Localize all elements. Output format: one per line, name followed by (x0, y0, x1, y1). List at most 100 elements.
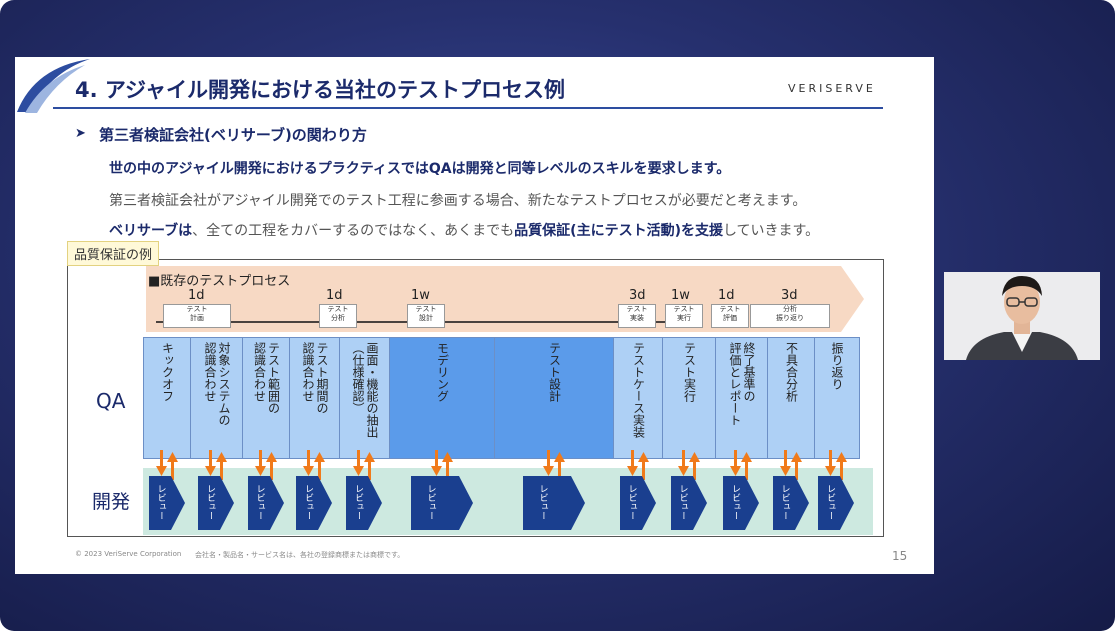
review-chevron: レビュー (670, 476, 707, 534)
process-step-label: テスト 評価 (719, 305, 741, 322)
qa-column-label: テスト実行 (682, 342, 697, 402)
review-label: レビュー (537, 484, 548, 520)
review-label: レビュー (626, 484, 637, 520)
review-chevron-icon (346, 476, 382, 530)
qa-column: テスト期間の 認識合わせ (289, 337, 341, 459)
qa-column: テスト実行 (662, 337, 717, 459)
process-step-label: テスト 分析 (327, 305, 349, 322)
process-step: テスト 実行 (665, 304, 703, 328)
review-chevron: レビュー (522, 476, 585, 534)
review-label: レビュー (155, 484, 166, 520)
duration-label: 1d (718, 288, 735, 303)
review-chevron-icon (198, 476, 234, 530)
review-chevron: レビュー (410, 476, 473, 534)
review-chevron: レビュー (198, 476, 234, 534)
exchange-arrows-icon (730, 450, 752, 480)
review-label: レビュー (677, 484, 688, 520)
process-step: 分析 振り返り (750, 304, 830, 328)
duration-label: 1w (411, 288, 430, 303)
process-step-label: テスト 実行 (673, 305, 695, 322)
footer-copyright: © 2023 VeriServe Corporation (75, 550, 182, 558)
process-diagram: ■既存のテストプロセス 1d 1d 1w 3d 1w 1d 3d テスト 計画 … (67, 259, 884, 537)
duration-label: 1d (326, 288, 343, 303)
review-chevron-icon (619, 476, 656, 530)
review-label: レビュー (205, 484, 215, 520)
qa-column-label: モデリング (435, 342, 450, 402)
body-line-3-c: 品質保証(主にテスト活動)を支援 (514, 223, 723, 239)
exchange-arrows-icon (779, 450, 802, 480)
review-chevron-icon (148, 476, 185, 530)
qa-column-label: 対象システムの 認識合わせ (203, 342, 231, 426)
example-label: 品質保証の例 (67, 241, 160, 266)
exchange-arrows-icon (155, 450, 178, 480)
title-underline (53, 107, 883, 109)
page-number: 15 (892, 549, 908, 563)
review-chevron-icon (772, 476, 809, 530)
qa-column-label: テストケース実装 (631, 342, 646, 438)
review-label: レビュー (353, 484, 363, 520)
duration-label: 1w (671, 288, 690, 303)
qa-column: テストケース実装 (613, 337, 664, 459)
review-chevron: レビュー (148, 476, 185, 534)
review-chevron-icon (723, 476, 759, 530)
bullet-arrow-icon: ➤ (75, 126, 86, 141)
swoosh-decoration-icon (17, 59, 90, 113)
review-label: レビュー (825, 484, 835, 520)
review-chevron: レビュー (619, 476, 656, 534)
footer-trademark-note: 会社名・製品名・サービス名は、各社の登録商標または商標です。 (195, 551, 405, 559)
process-step: テスト 設計 (407, 304, 445, 328)
exchange-arrows-icon (353, 450, 375, 480)
qa-column-label: 終了基準の 評価とレポート (728, 342, 756, 426)
review-chevron-icon (296, 476, 332, 530)
body-line-3-d: していきます。 (722, 223, 820, 239)
duration-label: 1d (188, 288, 205, 303)
review-chevron: レビュー (346, 476, 382, 534)
brand-logo: VERISERVE (788, 82, 876, 95)
review-chevron-icon (670, 476, 707, 530)
review-chevron: レビュー (818, 476, 854, 534)
presentation-slide: 4. アジャイル開発における当社のテストプロセス例 VERISERVE ➤ 第三… (15, 57, 934, 574)
presenter-avatar-icon (944, 272, 1100, 360)
review-chevron: レビュー (296, 476, 332, 534)
qa-column: モデリング (389, 337, 496, 459)
qa-column-label: キックオフ (160, 342, 175, 402)
process-step-label: テスト 実装 (626, 305, 648, 322)
review-label: レビュー (425, 484, 436, 520)
body-line-3-a: ベリサーブは (109, 223, 193, 239)
review-label: レビュー (303, 484, 313, 520)
review-chevron: レビュー (247, 476, 284, 534)
exchange-arrows-icon (542, 450, 565, 480)
qa-row-label: QA (96, 389, 126, 413)
process-step: テスト 計画 (163, 304, 231, 328)
exchange-arrows-icon (430, 450, 453, 480)
process-step: テスト 評価 (711, 304, 749, 328)
body-line-1: 世の中のアジャイル開発におけるプラクティスではQAは開発と同等レベルのスキルを要… (109, 161, 731, 177)
qa-column-label: 振り返り (830, 342, 844, 390)
review-chevron: レビュー (772, 476, 809, 534)
slide-subtitle: 第三者検証会社(ベリサーブ)の関わり方 (99, 126, 367, 144)
qa-column-label: 画面・機能の抽出 （仕様確認） (351, 342, 379, 438)
process-title: ■既存のテストプロセス (148, 274, 291, 289)
process-step-label: テスト 計画 (186, 305, 208, 322)
qa-column-label: テスト範囲の 認識合わせ (252, 342, 281, 414)
qa-column: テスト設計 (494, 337, 615, 459)
qa-column: テスト範囲の 認識合わせ (242, 337, 291, 459)
exchange-arrows-icon (626, 450, 649, 480)
review-chevron-icon (247, 476, 284, 530)
exchange-arrows-icon (825, 450, 847, 480)
slide-title: 4. アジャイル開発における当社のテストプロセス例 (75, 78, 566, 102)
review-label: レビュー (254, 484, 265, 520)
exchange-arrows-icon (254, 450, 277, 480)
body-line-3-b: 、全ての工程をカバーするのではなく、あくまでも (192, 223, 515, 239)
duration-label: 3d (781, 288, 798, 303)
review-chevron-icon (410, 476, 473, 530)
qa-column-label: 不具合分析 (784, 342, 799, 402)
review-label: レビュー (730, 484, 740, 520)
review-chevron: レビュー (723, 476, 759, 534)
qa-column-label: テスト期間の 認識合わせ (301, 342, 329, 414)
dev-row-label: 開発 (92, 491, 131, 513)
body-line-2: 第三者検証会社がアジャイル開発でのテスト工程に参画する場合、新たなテストプロセス… (109, 193, 807, 209)
qa-column: キックオフ (143, 337, 192, 459)
process-step: テスト 実装 (618, 304, 656, 328)
